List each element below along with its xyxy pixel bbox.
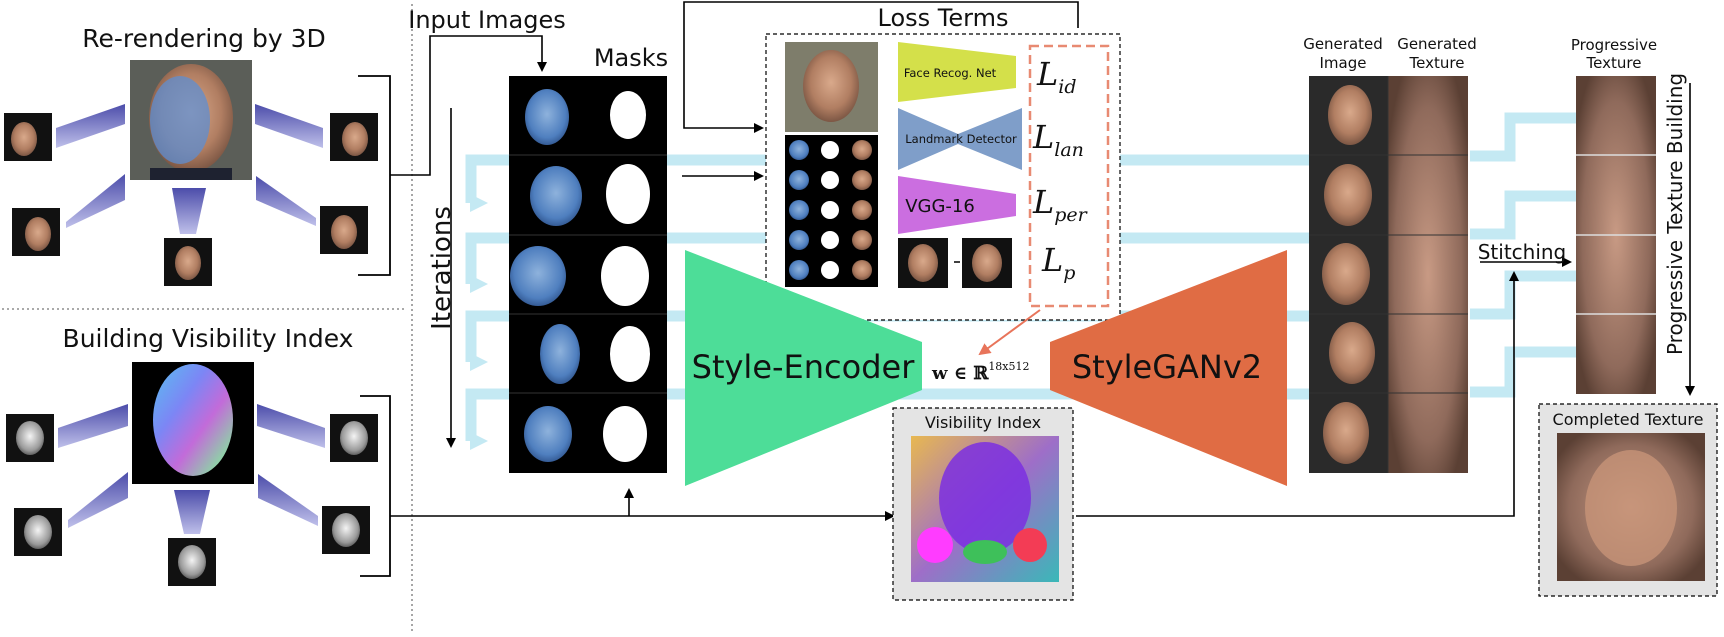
completed-texture-label: Completed Texture (1553, 410, 1704, 429)
generated-image-label-2: Image (1320, 54, 1367, 72)
feature-flow-arrowheads (470, 194, 488, 450)
loss-lan-sub: lan (1054, 139, 1084, 161)
encoder-label: Style-Encoder (692, 348, 916, 386)
loss-id-sub: id (1058, 76, 1076, 98)
stylegan-block (1050, 250, 1287, 486)
generated-textures-column (1388, 76, 1468, 473)
generator-label: StyleGANv2 (1072, 348, 1262, 386)
loss-p-sub: p (1063, 262, 1075, 284)
vgg-label: VGG-16 (905, 196, 975, 217)
loss-reference-face (785, 42, 878, 132)
vgg-net: VGG-16 (898, 176, 1016, 234)
generated-texture-label-2: Texture (1409, 54, 1465, 72)
progressive-texture-column (1576, 76, 1656, 394)
svg-text:Llan: Llan (1032, 118, 1084, 161)
face-recog-label: Face Recog. Net (904, 66, 997, 80)
progressive-texture-label-2: Texture (1586, 54, 1642, 72)
landmark-detector: Landmark Detector (898, 108, 1022, 170)
rerender-center-face (130, 60, 252, 180)
loss-lan-main: L (1032, 118, 1054, 156)
input-images-label: Input Images (408, 6, 565, 34)
rerender-view-thumbnails (4, 113, 378, 286)
loss-p-main: L (1041, 241, 1063, 279)
generated-texture-label-1: Generated (1397, 35, 1477, 53)
shading-thumbnails (6, 414, 378, 586)
latent-symbol: w ∈ ℝ (931, 363, 989, 384)
loss-to-latent-arrow (978, 309, 1041, 356)
rerender-camera-wedges (56, 104, 323, 234)
iterations-label: Iterations (427, 206, 457, 330)
style-encoder-block (685, 250, 922, 486)
face-recog-net: Face Recog. Net (898, 42, 1016, 102)
pixel-loss-faces (898, 238, 1012, 288)
connection-arrows (390, 1, 1695, 521)
loss-box (1028, 44, 1110, 308)
masks-column (589, 76, 667, 473)
loss-id-main: L (1036, 55, 1058, 93)
visibility-index-map (911, 436, 1059, 582)
normal-map-center (132, 362, 254, 484)
latent-exponent: 18x512 (988, 360, 1029, 373)
visibility-camera-wedges (58, 404, 325, 534)
generated-image-label-1: Generated (1303, 35, 1383, 53)
svg-text:Lp: Lp (1041, 241, 1075, 284)
input-images-column (509, 76, 589, 473)
progressive-texture-label-1: Progressive (1571, 36, 1657, 54)
loss-per-main: L (1032, 183, 1054, 221)
loss-per-sub: per (1054, 204, 1088, 226)
generated-images-column (1309, 76, 1388, 473)
stitching-label: Stitching (1478, 240, 1567, 264)
landmark-label: Landmark Detector (905, 132, 1017, 146)
masks-label: Masks (594, 44, 668, 72)
visibility-title: Building Visibility Index (63, 324, 354, 353)
generated-grid-separators (1309, 76, 1468, 473)
svg-text:Lid: Lid (1036, 55, 1077, 98)
loss-symbols: Lid Llan Lper Lp (1032, 55, 1089, 284)
loss-small-grid (785, 135, 878, 287)
latent-code: w ∈ ℝ18x512 (931, 360, 1030, 384)
svg-text:Lper: Lper (1032, 183, 1089, 226)
loss-terms-title: Loss Terms (878, 4, 1009, 32)
rerender-title: Re-rendering by 3D (82, 24, 326, 53)
visibility-bracket (360, 395, 391, 577)
grid-separators (509, 154, 667, 394)
visibility-index-label: Visibility Index (925, 413, 1041, 432)
progressive-building-label: Progressive Texture Building (1663, 73, 1687, 355)
completed-texture-image (1557, 433, 1705, 581)
